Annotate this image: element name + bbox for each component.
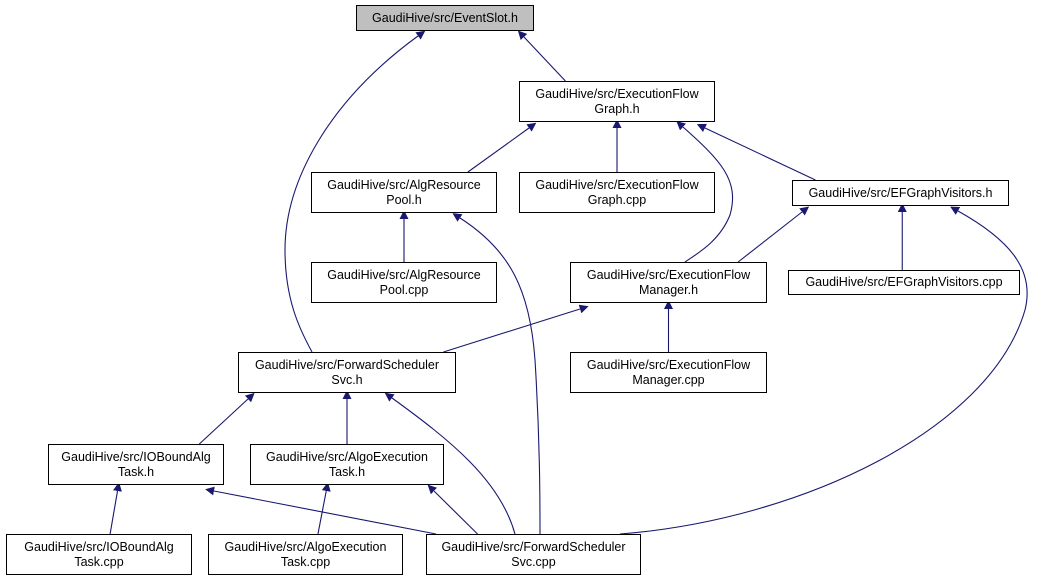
- edge-efgv-h-to-fss-cpp: [619, 206, 1028, 535]
- graph-node-efg-h[interactable]: GaudiHive/src/ExecutionFlow Graph.h: [519, 81, 715, 122]
- edge-efm-h-to-fss-h: [443, 304, 589, 353]
- graph-node-iob-cpp[interactable]: GaudiHive/src/IOBoundAlg Task.cpp: [6, 534, 192, 575]
- graph-node-fss-cpp[interactable]: GaudiHive/src/ForwardScheduler Svc.cpp: [426, 534, 641, 575]
- node-label: GaudiHive/src/AlgResource Pool.h: [327, 177, 481, 207]
- graph-node-fss-h[interactable]: GaudiHive/src/ForwardScheduler Svc.h: [238, 352, 456, 393]
- edge-efg-h-to-arp-h: [467, 122, 537, 173]
- node-label: GaudiHive/src/EventSlot.h: [372, 10, 518, 25]
- edge-fss-h-to-iob-h: [198, 392, 255, 445]
- node-label: GaudiHive/src/IOBoundAlg Task.h: [61, 449, 211, 479]
- graph-node-arp-cpp[interactable]: GaudiHive/src/AlgResource Pool.cpp: [311, 262, 497, 303]
- graph-node-aet-h[interactable]: GaudiHive/src/AlgoExecution Task.h: [250, 444, 444, 485]
- graph-node-efgv-h[interactable]: GaudiHive/src/EFGraphVisitors.h: [792, 180, 1009, 206]
- node-label: GaudiHive/src/AlgoExecution Task.h: [266, 449, 428, 479]
- graph-node-eventslot-h[interactable]: GaudiHive/src/EventSlot.h: [356, 5, 534, 31]
- edge-fss-h-to-fss-cpp: [384, 392, 516, 535]
- node-label: GaudiHive/src/AlgoExecution Task.cpp: [224, 539, 387, 569]
- node-label: GaudiHive/src/ExecutionFlow Manager.cpp: [586, 357, 751, 387]
- graph-node-arp-h[interactable]: GaudiHive/src/AlgResource Pool.h: [311, 172, 497, 213]
- graph-node-efm-cpp[interactable]: GaudiHive/src/ExecutionFlow Manager.cpp: [570, 352, 767, 393]
- edge-efg-h-to-efm-h: [676, 121, 734, 263]
- graph-node-efg-cpp[interactable]: GaudiHive/src/ExecutionFlow Graph.cpp: [519, 172, 715, 213]
- edge-aet-h-to-aet-cpp: [317, 482, 331, 535]
- edge-eventslot-h-to-efg-h: [517, 30, 566, 82]
- node-label: GaudiHive/src/ForwardScheduler Svc.cpp: [441, 539, 626, 569]
- graph-node-aet-cpp[interactable]: GaudiHive/src/AlgoExecution Task.cpp: [208, 534, 403, 575]
- edge-efg-h-to-efgv-h: [696, 123, 816, 181]
- edge-arp-h-to-fss-cpp: [452, 213, 541, 535]
- node-label: GaudiHive/src/AlgResource Pool.cpp: [327, 267, 481, 297]
- node-label: GaudiHive/src/ExecutionFlow Graph.cpp: [535, 177, 699, 207]
- node-label: GaudiHive/src/ExecutionFlow Manager.h: [586, 267, 751, 297]
- edge-aet-h-to-fss-cpp: [427, 484, 478, 535]
- node-label: GaudiHive/src/ExecutionFlow Graph.h: [535, 86, 699, 116]
- graph-node-efgv-cpp[interactable]: GaudiHive/src/EFGraphVisitors.cpp: [788, 270, 1020, 295]
- node-label: GaudiHive/src/EFGraphVisitors.cpp: [805, 275, 1003, 289]
- edge-iob-h-to-iob-cpp: [109, 482, 122, 535]
- edge-iob-h-to-fss-cpp: [205, 486, 437, 535]
- edge-eventslot-h-to-fss-h: [284, 30, 426, 353]
- node-label: GaudiHive/src/EFGraphVisitors.h: [808, 185, 993, 200]
- graph-node-iob-h[interactable]: GaudiHive/src/IOBoundAlg Task.h: [48, 444, 224, 485]
- node-label: GaudiHive/src/IOBoundAlg Task.cpp: [24, 539, 174, 569]
- graph-node-efm-h[interactable]: GaudiHive/src/ExecutionFlow Manager.h: [570, 262, 767, 303]
- node-label: GaudiHive/src/ForwardScheduler Svc.h: [254, 357, 440, 387]
- edge-efgv-h-to-efm-h: [737, 206, 810, 263]
